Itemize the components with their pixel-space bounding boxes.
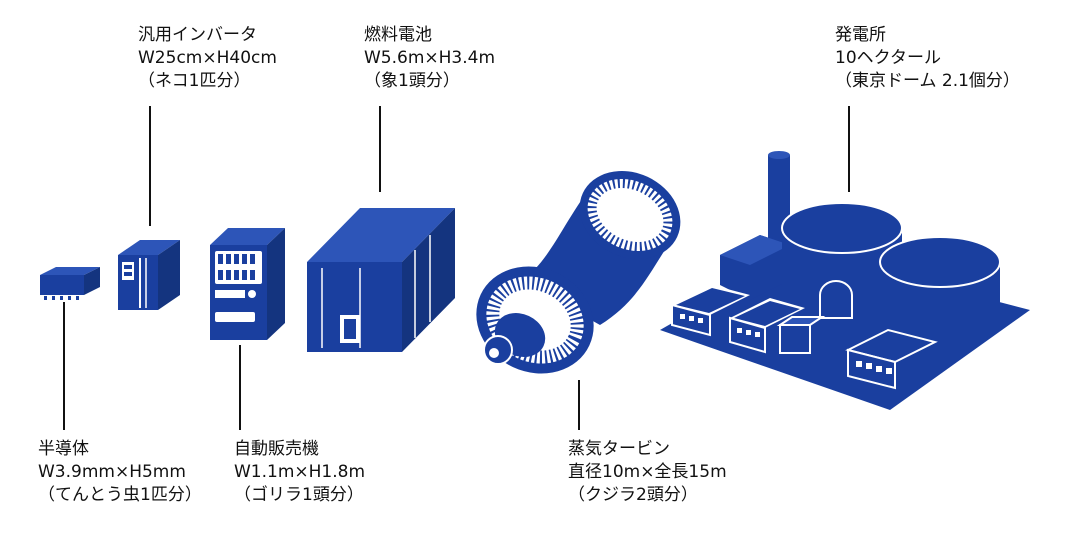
fuelcell-size: W5.6m×H3.4m [364,48,496,68]
fuelcell-leader-line [379,106,381,192]
plant-name: 発電所 [835,25,886,45]
steam-turbine-icon [476,171,681,374]
vending-label: 自動販売機 W1.1m×H1.8m （ゴリラ1頭分） [234,438,365,507]
fuelcell-name: 燃料電池 [364,25,432,45]
semiconductor-label: 半導体 W3.9mm×H5mm （てんとう虫1匹分） [38,438,202,507]
semiconductor-size: W3.9mm×H5mm [38,462,186,482]
turbine-comparison: （クジラ2頭分） [568,485,698,505]
fuelcell-label: 燃料電池 W5.6m×H3.4m （象1頭分） [364,24,495,93]
plant-label: 発電所 10ヘクタール （東京ドーム 2.1個分） [835,24,1020,93]
plant-comparison: （東京ドーム 2.1個分） [835,71,1020,91]
inverter-label: 汎用インバータ W25cm×H40cm （ネコ1匹分） [138,24,277,93]
vending-machine-icon [210,228,285,340]
inverter-size: W25cm×H40cm [138,48,277,68]
plant-leader-line [848,106,850,192]
semiconductor-leader-line [63,302,65,430]
fuel-cell-icon [307,208,455,352]
power-plant-icon [660,151,1030,410]
turbine-label: 蒸気タービン 直径10m×全長15m （クジラ2頭分） [568,438,727,507]
semiconductor-comparison: （てんとう虫1匹分） [38,485,202,505]
chip-icon [40,267,100,300]
vending-size: W1.1m×H1.8m [234,462,366,482]
vending-comparison: （ゴリラ1頭分） [234,485,364,505]
turbine-size: 直径10m×全長15m [568,462,727,482]
plant-size: 10ヘクタール [835,48,941,68]
vending-name: 自動販売機 [234,439,319,459]
semiconductor-name: 半導体 [38,439,89,459]
fuelcell-comparison: （象1頭分） [364,71,460,91]
inverter-comparison: （ネコ1匹分） [138,71,251,91]
inverter-leader-line [149,106,151,226]
turbine-name: 蒸気タービン [568,439,670,459]
inverter-name: 汎用インバータ [138,25,257,45]
vending-leader-line [239,345,241,430]
inverter-icon [118,240,180,310]
turbine-leader-line [578,380,580,430]
